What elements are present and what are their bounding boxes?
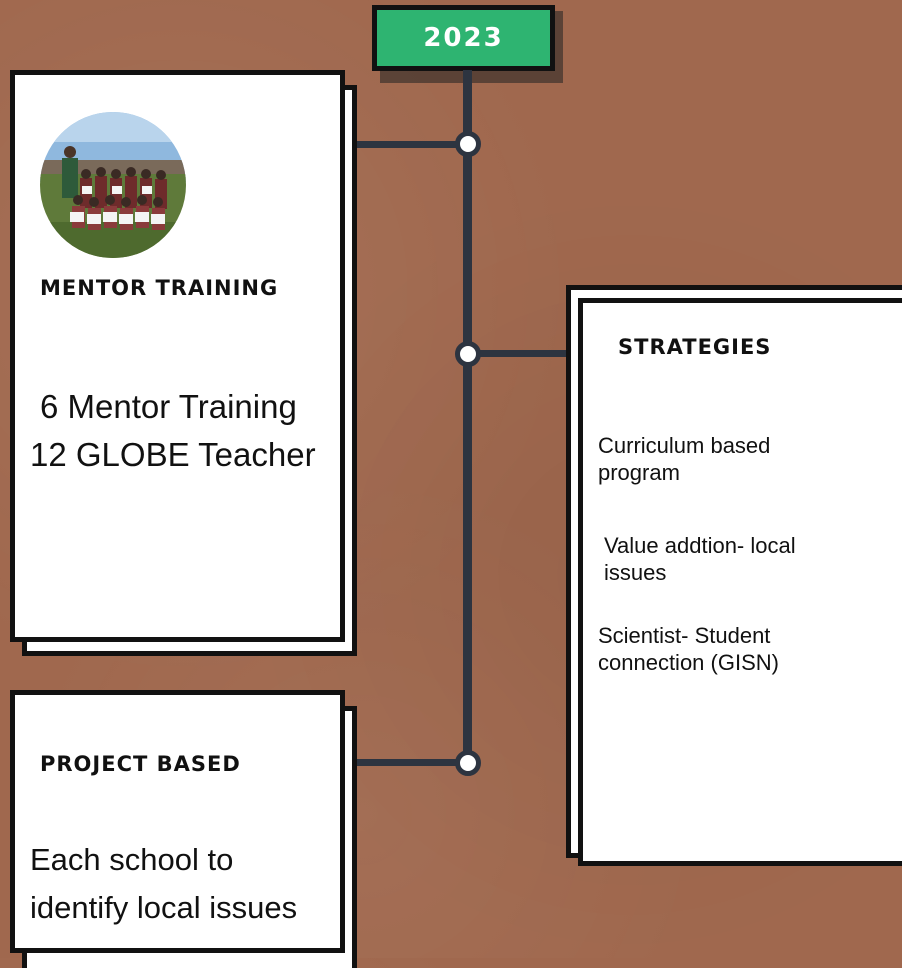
mentor-heading: MENTOR TRAINING — [40, 276, 279, 300]
mentor-line-2: 12 GLOBE Teacher — [30, 436, 316, 473]
group-photo-image — [40, 112, 186, 258]
strategy-item-2-line-2: issues — [604, 560, 667, 585]
strategy-item-2: Value addtion- local issues — [604, 532, 796, 586]
strategy-item-1-line-2: program — [598, 460, 680, 485]
group-photo — [40, 112, 186, 258]
strategies-card — [578, 298, 902, 866]
strategy-item-1: Curriculum based program — [598, 432, 770, 486]
timeline-node-strategies — [455, 341, 481, 367]
strategy-item-3: Scientist- Student connection (GISN) — [598, 622, 779, 676]
strategy-item-3-line-2: connection (GISN) — [598, 650, 779, 675]
timeline-node-project — [455, 750, 481, 776]
project-heading: PROJECT BASED — [40, 752, 241, 776]
timeline-node-mentor — [455, 131, 481, 157]
timeline-line — [463, 70, 472, 762]
strategy-item-3-line-1: Scientist- Student — [598, 623, 771, 648]
connector-mentor — [344, 141, 466, 148]
strategies-heading: STRATEGIES — [618, 335, 772, 359]
connector-strategies — [470, 350, 582, 357]
mentor-line-1: 6 Mentor Training — [40, 388, 297, 425]
year-tag: 2023 — [372, 5, 555, 71]
project-line-1: Each school to — [30, 842, 234, 877]
strategy-item-2-line-1: Value addtion- local — [604, 533, 796, 558]
year-label: 2023 — [423, 23, 504, 53]
strategy-item-1-line-1: Curriculum based — [598, 433, 771, 458]
project-line-2: identify local issues — [30, 890, 298, 925]
project-card — [10, 690, 345, 953]
connector-project — [344, 759, 466, 766]
